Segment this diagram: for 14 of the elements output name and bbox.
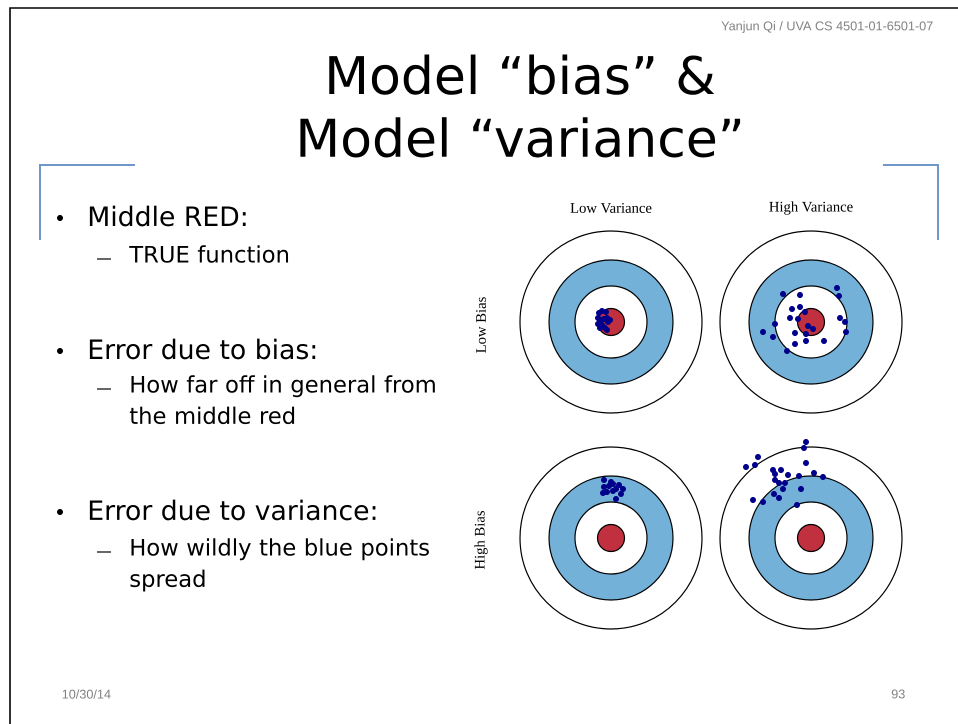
row-label: Low Bias [476,297,486,353]
column-label: Low Variance [570,203,652,213]
sub-bullet-text: TRUE function [129,245,288,263]
bullet-text: Error due to variance: [90,500,376,520]
sub-bullet-text: How wildly the blue points spread [130,538,429,592]
column-label: High Variance [769,201,853,215]
bullet-text: Error due to bias: [90,338,316,360]
header-text: Yanjun Qi / UVA CS 4501-01-6501-07 [721,21,933,33]
date-text: 10/30/14 [62,689,111,699]
bullet-text: Middle RED: [90,206,246,226]
slide-title: Model “bias” & Model “variance” [300,54,740,158]
row-label: High Bias [474,511,488,570]
sub-bullet-text: How far off in general from the middle red [130,375,435,424]
page-number: 93 [892,690,905,698]
